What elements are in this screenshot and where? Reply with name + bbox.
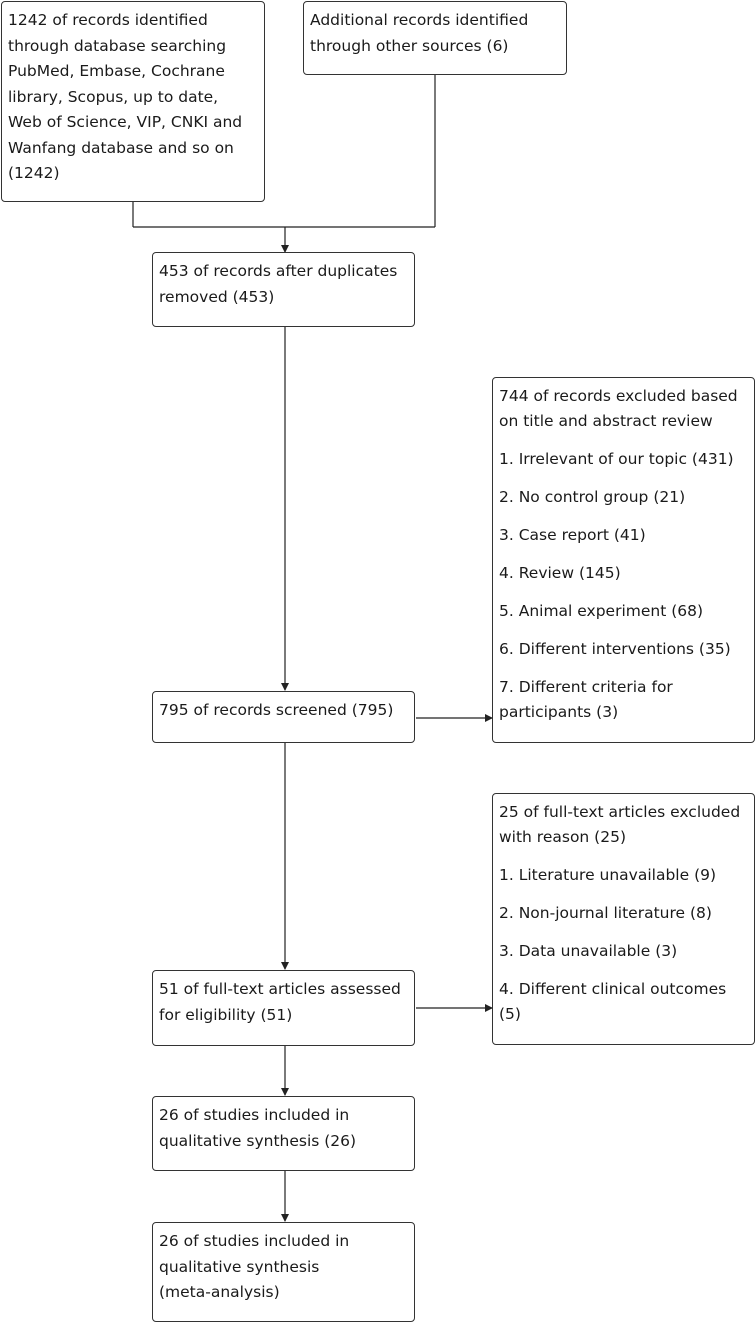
box-text-line: 7. Different criteria for (499, 678, 673, 696)
box-text-line: 744 of records excluded based (499, 387, 738, 405)
exclusion-summary: 744 of records excluded based on title a… (499, 384, 748, 434)
exclusion-reason: 2. No control group (21) (499, 485, 748, 510)
exclusion-reason: 2. Non-journal literature (8) (499, 901, 748, 926)
box-text-line: Wanfang database and so on (8, 138, 234, 157)
box-text-line: 26 of studies included in (159, 1232, 350, 1250)
box-text-line: through database searching (8, 36, 227, 55)
box-text-line: 2. No control group (21) (499, 488, 686, 506)
box-text-line: library, Scopus, up to date, (8, 87, 219, 106)
exclusion-reason: 4. Different clinical outcomes (5) (499, 977, 748, 1027)
box-text-line: (5) (499, 1005, 521, 1023)
box-text-line: removed (453) (159, 287, 275, 306)
box-text-line: through other sources (6) (310, 36, 509, 55)
excluded-title-abstract-box: 744 of records excluded based on title a… (492, 377, 755, 743)
box-text-line: 4. Different clinical outcomes (499, 980, 727, 998)
box-text-line: Additional records identified (310, 11, 529, 29)
box-text-line: participants (3) (499, 703, 619, 721)
box-text-line: PubMed, Embase, Cochrane (8, 62, 225, 80)
box-text-line: with reason (25) (499, 828, 627, 846)
fulltext-assessed-box: 51 of full-text articles assessed for el… (152, 970, 415, 1046)
box-text-line: for eligibility (51) (159, 1005, 293, 1024)
box-text-line: 3. Data unavailable (3) (499, 942, 678, 960)
box-text-line: (1242) (8, 164, 60, 182)
box-text-line: 1242 of records identified (8, 11, 208, 29)
exclusion-reason: 1. Irrelevant of our topic (431) (499, 447, 748, 472)
box-text-line: 5. Animal experiment (68) (499, 602, 704, 620)
duplicates-removed-box: 453 of records after duplicates removed … (152, 252, 415, 327)
box-text-line: qualitative synthesis (159, 1257, 320, 1276)
exclusion-reason: 7. Different criteria for participants (… (499, 675, 748, 725)
exclusion-summary: 25 of full-text articles excluded with r… (499, 800, 748, 850)
box-text-line: 1. Irrelevant of our topic (431) (499, 450, 734, 468)
database-search-box: 1242 of records identified through datab… (1, 1, 265, 202)
exclusion-reason: 6. Different interventions (35) (499, 637, 748, 662)
fulltext-excluded-box: 25 of full-text articles excluded with r… (492, 793, 755, 1045)
exclusion-reason: 1. Literature unavailable (9) (499, 863, 748, 888)
box-text-line: 26 of studies included in (159, 1106, 350, 1124)
box-text-line: qualitative synthesis (26) (159, 1131, 357, 1150)
box-text-line: 25 of full-text articles excluded (499, 803, 741, 821)
box-text-line: (meta-analysis) (159, 1283, 280, 1301)
other-sources-box: Additional records identified through ot… (303, 1, 567, 75)
qualitative-synthesis-box: 26 of studies included in qualitative sy… (152, 1096, 415, 1171)
box-text-line: 795 of records screened (795) (159, 701, 394, 719)
box-text-line: 2. Non-journal literature (8) (499, 904, 712, 922)
meta-analysis-box: 26 of studies included in qualitative sy… (152, 1222, 415, 1322)
box-text-line: Web of Science, VIP, CNKI and (8, 113, 243, 131)
screened-box: 795 of records screened (795) (152, 691, 415, 743)
box-text-line: on title and abstract review (499, 412, 713, 430)
exclusion-reason: 3. Data unavailable (3) (499, 939, 748, 964)
exclusion-reason: 5. Animal experiment (68) (499, 599, 748, 624)
box-text-line: 6. Different interventions (35) (499, 640, 731, 658)
box-text-line: 3. Case report (41) (499, 526, 646, 544)
box-text-line: 51 of full-text articles assessed (159, 980, 401, 998)
box-text-line: 453 of records after duplicates (159, 262, 398, 280)
box-text-line: 4. Review (145) (499, 564, 621, 582)
exclusion-reason: 4. Review (145) (499, 561, 748, 586)
exclusion-reason: 3. Case report (41) (499, 523, 748, 548)
box-text-line: 1. Literature unavailable (9) (499, 866, 717, 884)
